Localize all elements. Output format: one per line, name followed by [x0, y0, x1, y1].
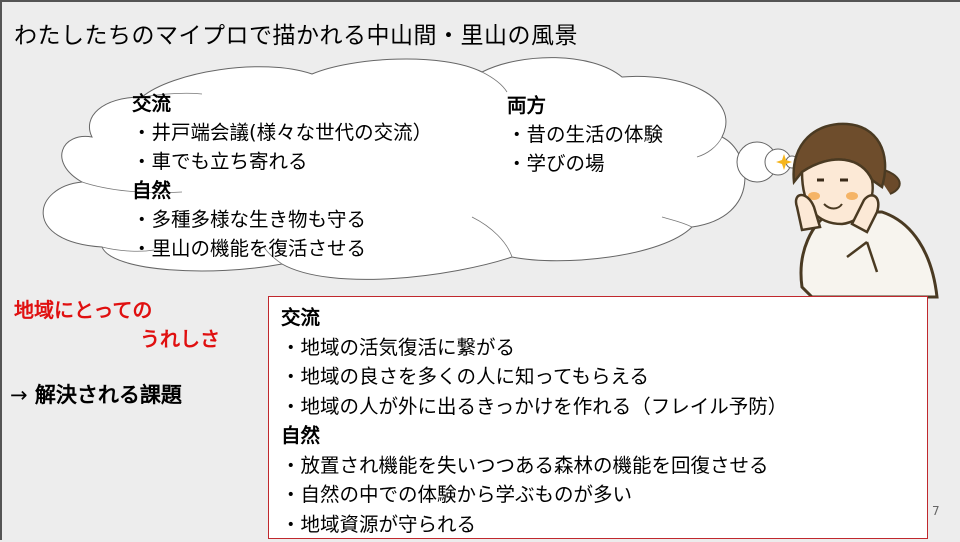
issues-nature-item: ・放置され機能を失いつつある森林の機能を回復させる	[281, 453, 769, 477]
issues-nature-item: ・自然の中での体験から学ぶものが多い	[281, 483, 633, 506]
cloud-right-text: 両方 ・昔の生活の体験 ・学びの場	[507, 91, 663, 178]
cloud-nature-item: ・里山の機能を復活させる	[132, 237, 367, 260]
cloud-exchange-heading: 交流	[132, 92, 172, 115]
thinking-girl-illustration	[792, 122, 939, 299]
issues-exchange-item: ・地域の良さを多くの人に知ってもらえる	[281, 365, 649, 388]
page-number: 7	[932, 504, 940, 518]
sparkle-icon	[776, 154, 792, 170]
issues-exchange-heading: 交流	[281, 306, 321, 329]
issues-exchange-item: ・地域の活気復活に繋がる	[281, 335, 516, 359]
slide-title: わたしたちのマイプロで描かれる中山間・里山の風景	[14, 23, 578, 49]
issues-nature-heading: 自然	[281, 424, 321, 447]
cloud-exchange-item: ・車でも立ち寄れる	[132, 150, 308, 173]
issues-exchange-item: ・地域の人が外に出るきっかけを作れる（フレイル予防）	[281, 394, 788, 418]
benefit-label-line1: 地域にとっての	[14, 298, 153, 322]
cloud-exchange-item: ・井戸端会議(様々な世代の交流）	[132, 121, 433, 144]
cloud-both-heading: 両方	[507, 94, 547, 117]
cloud-nature-item: ・多種多様な生き物も守る	[132, 208, 367, 231]
cloud-nature-heading: 自然	[132, 179, 172, 202]
issues-nature-item: ・地域資源が守られる	[281, 512, 477, 536]
cloud-both-item: ・学びの場	[507, 152, 605, 175]
issues-box: 交流 ・地域の活気復活に繋がる ・地域の良さを多くの人に知ってもらえる ・地域の…	[268, 296, 928, 539]
cloud-left-text: 交流 ・井戸端会議(様々な世代の交流） ・車でも立ち寄れる 自然 ・多種多様な生…	[132, 89, 432, 263]
solved-issues-label: → 解決される課題	[10, 379, 182, 409]
benefit-label: 地域にとっての うれしさ	[14, 296, 220, 354]
solved-issues-text: 解決される課題	[34, 383, 182, 407]
arrow-right-icon: →	[10, 383, 28, 407]
benefit-label-line2: うれしさ	[140, 327, 220, 351]
cloud-both-item: ・昔の生活の体験	[507, 123, 664, 146]
